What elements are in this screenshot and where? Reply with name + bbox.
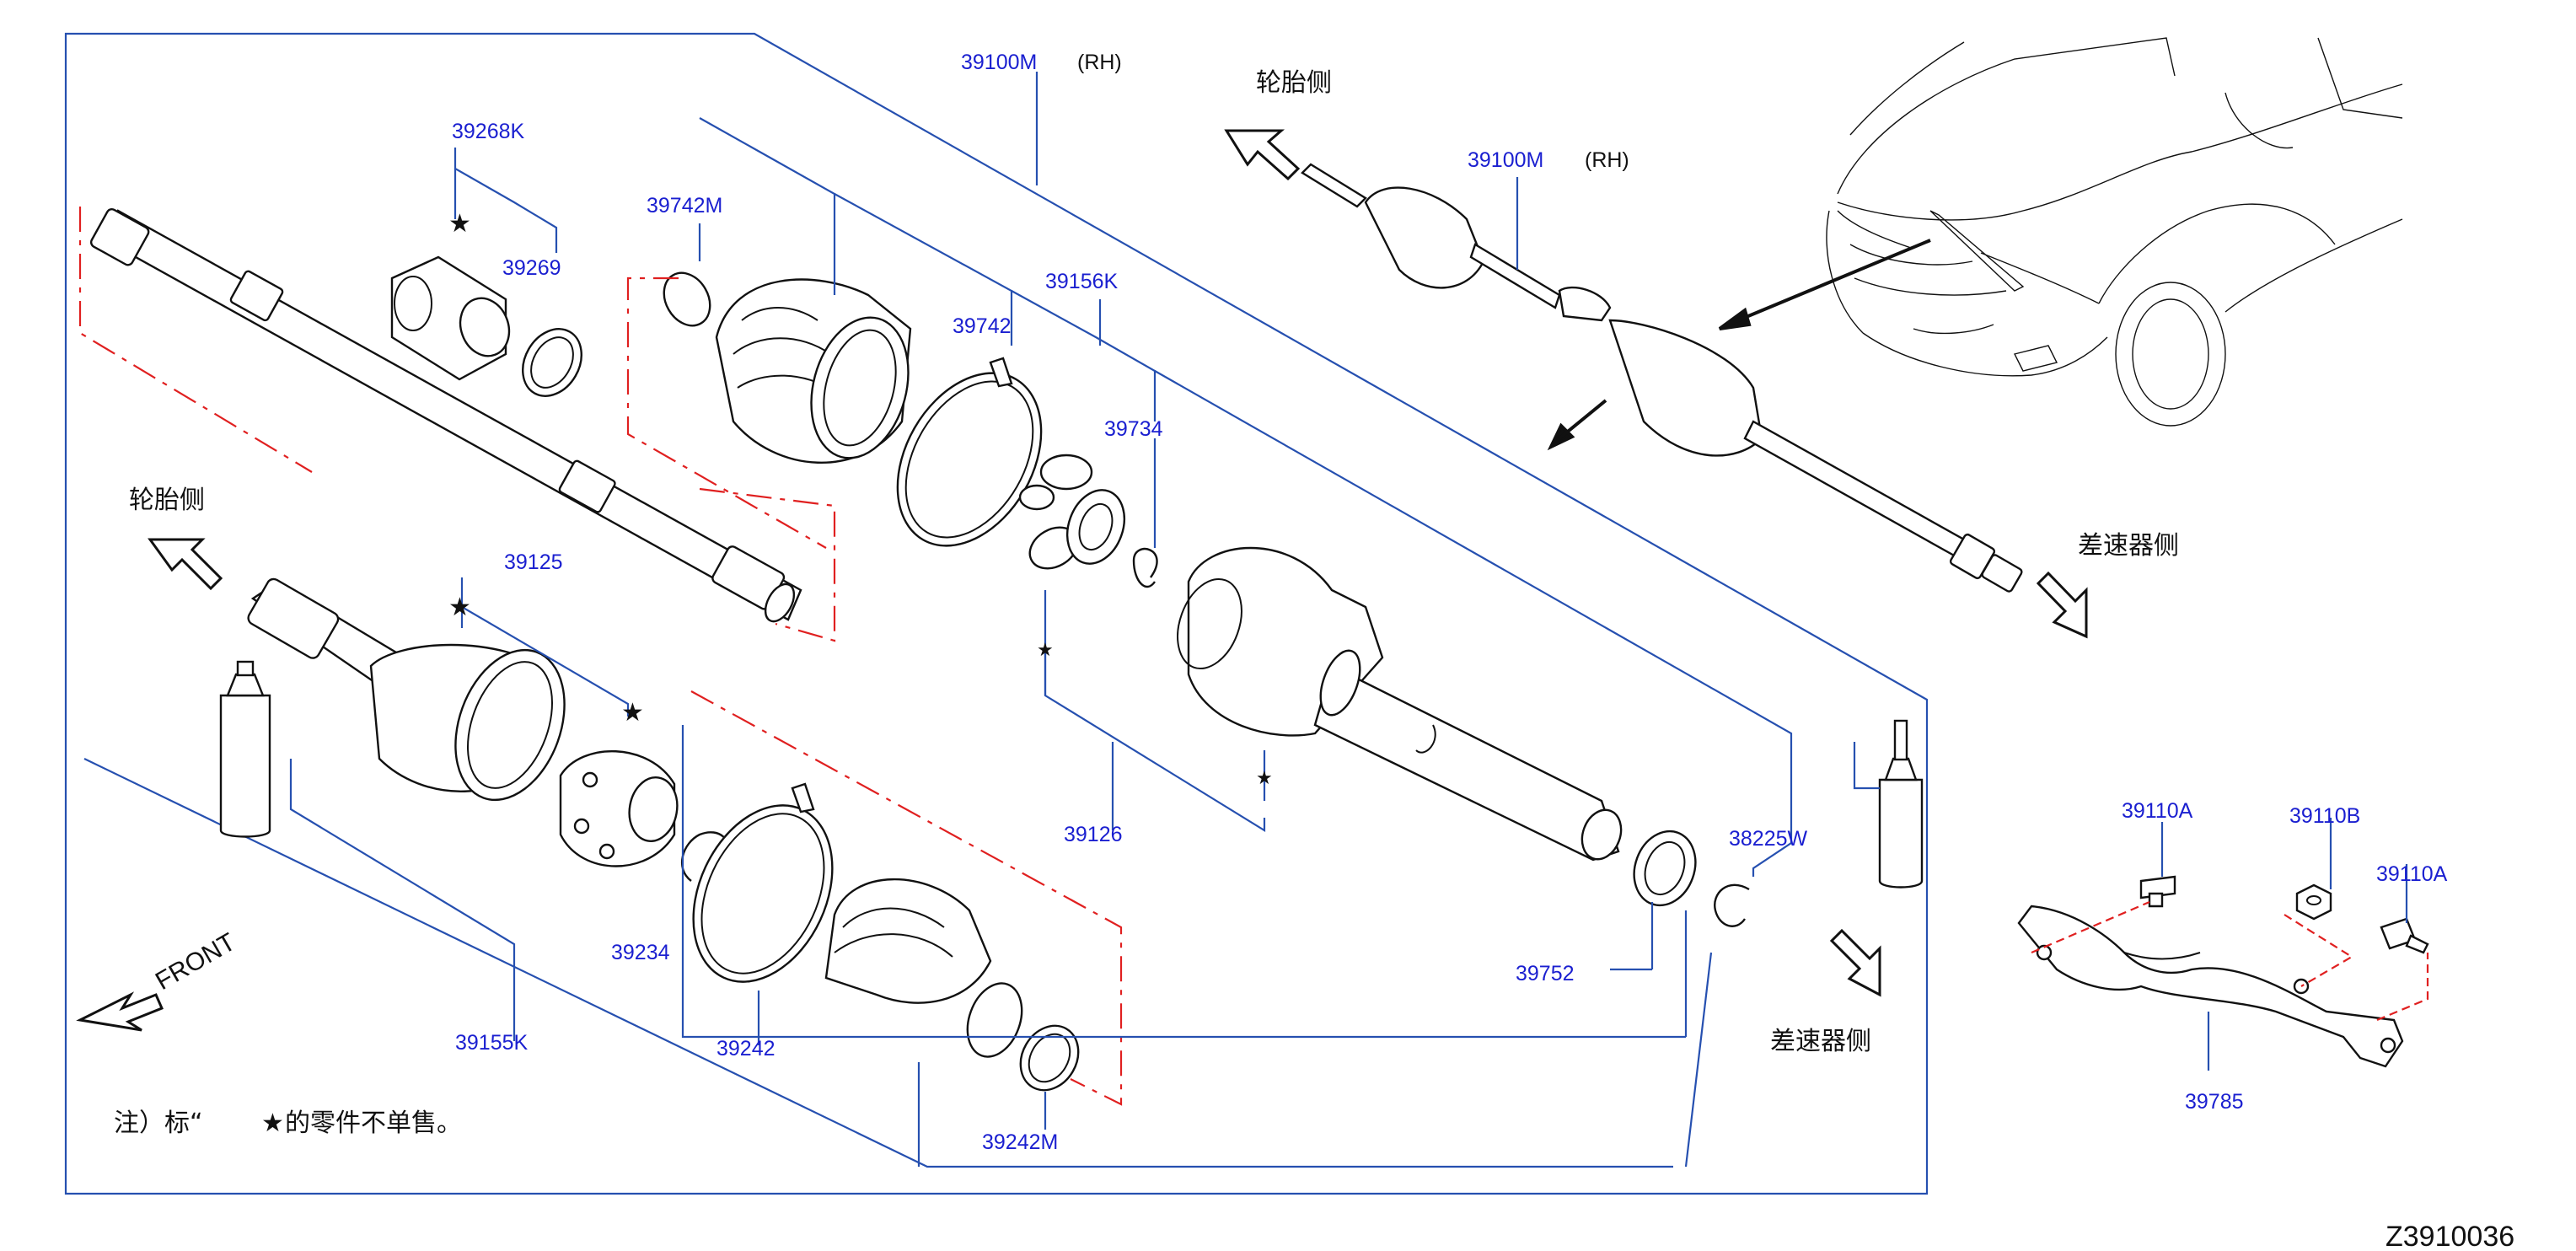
leader-lines <box>289 72 1880 1168</box>
label-39742M: 39742M <box>647 194 722 217</box>
bracket-39785-drawing <box>2017 905 2404 1068</box>
label-39242M: 39242M <box>982 1130 1058 1154</box>
bolt-39110A-right-drawing <box>2380 917 2429 954</box>
label-39110B: 39110B <box>2289 804 2360 828</box>
part-labels: 39100M (RH) 39268K 39269 39742M 39742 39… <box>452 51 2448 1154</box>
damper-drawing <box>390 255 511 381</box>
axle-shaft-drawing <box>89 207 802 623</box>
star-mark: ★ <box>1037 640 1054 661</box>
wheel-side-arrow-left <box>148 538 223 591</box>
dash-dot-line-boot <box>626 277 827 549</box>
outer-joint-drawing <box>247 577 566 802</box>
dash-dot-line-lower <box>690 690 1123 1106</box>
front-arrow <box>76 991 164 1032</box>
star-mark: ★ <box>448 209 471 239</box>
wheel-side-arrow-right <box>1224 129 1301 181</box>
nut-39110B-drawing <box>2295 883 2332 921</box>
star-mark: ★ <box>448 593 471 622</box>
label-39268K: 39268K <box>452 120 525 143</box>
label-39100M-main: 39100M <box>961 51 1037 74</box>
location-arrow-diagonal <box>1718 239 1931 330</box>
label-39126: 39126 <box>1064 823 1123 846</box>
differential-side-arrow-right <box>2036 571 2088 639</box>
location-arrow-small <box>1547 399 1607 451</box>
label-rh-main: (RH) <box>1077 51 1122 74</box>
snap-ring-39734-drawing <box>1132 547 1158 588</box>
dash-dot-line-shaft <box>78 207 313 473</box>
inner-joint-housing-drawing <box>1177 546 1623 862</box>
bracket-red-lines <box>2031 900 2429 1022</box>
dash-dot-line-shaft-end <box>699 487 836 642</box>
bearing-cage-drawing <box>559 750 679 867</box>
label-39156K: 39156K <box>1045 270 1119 293</box>
circlip-38225W-drawing <box>1714 883 1750 927</box>
label-39742: 39742 <box>953 314 1012 338</box>
wheel-side-label-right: 轮胎侧 <box>1256 68 1332 98</box>
label-39155K: 39155K <box>455 1031 529 1055</box>
label-39125: 39125 <box>504 550 563 574</box>
spider-assembly-drawing <box>1018 454 1125 570</box>
differential-side-label-center: 差速器侧 <box>1770 1027 1871 1056</box>
label-39234: 39234 <box>611 941 670 964</box>
oil-seal-39752-drawing <box>1633 830 1697 907</box>
front-label: FRONT <box>151 928 240 996</box>
label-38225W: 38225W <box>1729 827 1808 851</box>
label-39110A-right: 39110A <box>2376 862 2448 886</box>
label-39110A-left: 39110A <box>2122 799 2193 823</box>
not-sold-separately-stars: ★ ★ ★ ★ ★ <box>448 209 1273 789</box>
boot-39742M-drawing <box>663 271 912 464</box>
label-39752: 39752 <box>1516 962 1575 985</box>
differential-side-label-right: 差速器侧 <box>2078 531 2179 561</box>
differential-side-arrow-center <box>1829 928 1881 997</box>
label-rh-car: (RH) <box>1585 148 1629 172</box>
boot-39242M-drawing <box>824 878 1080 1092</box>
star-mark: ★ <box>1256 768 1273 789</box>
inner-frame-line <box>83 758 1673 1168</box>
grease-tube-right-drawing <box>1878 719 1924 889</box>
vehicle-front-drawing <box>1826 37 2403 427</box>
main-frame-outline <box>64 32 1929 1195</box>
label-39100M-car: 39100M <box>1468 148 1543 172</box>
star-mark: ★ <box>621 698 644 728</box>
label-39242: 39242 <box>716 1037 775 1060</box>
note-suffix: 的零件不单售。 <box>285 1109 462 1138</box>
assembled-shaft-drawing <box>1301 163 2023 593</box>
clamp-39269-drawing <box>522 328 582 397</box>
band-clamp-39242-drawing <box>692 782 834 983</box>
note-star: ★ <box>261 1109 284 1138</box>
label-39269: 39269 <box>502 256 561 280</box>
note-prefix: 注）标“ <box>114 1109 203 1138</box>
diagram-code: Z3910036 <box>2385 1221 2514 1251</box>
grease-tube-left-drawing <box>219 660 271 838</box>
wheel-side-label-left: 轮胎侧 <box>129 486 205 515</box>
bracket-leader-lines <box>2160 818 2408 1071</box>
bolt-39110A-left-drawing <box>2139 875 2176 908</box>
label-39785: 39785 <box>2185 1090 2244 1114</box>
label-39734: 39734 <box>1104 417 1163 441</box>
